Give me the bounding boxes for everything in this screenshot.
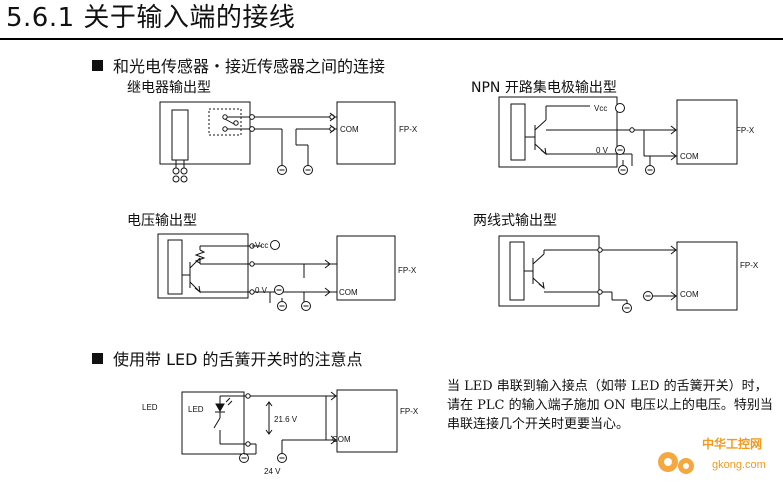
relay-plc-label: FP-X xyxy=(399,125,418,134)
led-inner-label: LED xyxy=(188,405,204,414)
voltage-plc-label: FP-X xyxy=(398,266,417,275)
square-bullet-icon xyxy=(92,353,103,364)
caption-npn: NPN 开路集电极输出型 xyxy=(471,80,617,96)
led-supply-label: 24 V xyxy=(264,467,281,476)
npn-com-label: COM xyxy=(680,152,699,161)
watermark-line2: gkong.com xyxy=(712,459,766,471)
title-rule xyxy=(0,38,783,40)
led-outer-label: LED xyxy=(142,403,158,412)
npn-zero-label: 0 V xyxy=(596,146,609,155)
voltage-output-diagram xyxy=(157,233,396,311)
section-heading-sensors: 和光电传感器・接近传感器之间的连接 xyxy=(92,57,385,77)
relay-output-diagram xyxy=(159,101,396,183)
npn-vcc-label: Vcc xyxy=(594,104,607,113)
voltage-sensor-box xyxy=(157,233,249,299)
twowire-output-diagram xyxy=(498,235,738,313)
voltage-vcc-label: Vcc xyxy=(255,241,268,250)
watermark-logo: 中华工控网 gkong.com xyxy=(658,436,766,474)
twowire-plc-box xyxy=(676,241,738,311)
led-reed-diagram xyxy=(181,389,398,463)
npn-sensor-box xyxy=(498,96,618,168)
twowire-plc-label: FP-X xyxy=(740,261,759,270)
square-bullet-icon xyxy=(92,60,103,71)
npn-plc-label: FP-X xyxy=(736,126,755,135)
twowire-com-label: COM xyxy=(680,290,699,299)
led-switch-box xyxy=(181,391,245,455)
led-plc-box xyxy=(336,389,398,453)
npn-plc-box xyxy=(676,99,738,165)
relay-coil xyxy=(171,109,189,161)
led-com-label: COM xyxy=(332,435,351,444)
led-plc-label: FP-X xyxy=(400,407,419,416)
voltage-com-label: COM xyxy=(339,288,358,297)
led-note-text: 当 LED 串联到输入接点（如带 LED 的舌簧开关）时，请在 PLC 的输入端… xyxy=(447,379,773,432)
watermark-line1: 中华工控网 xyxy=(702,436,762,451)
page-title: 5.6.1 关于输入端的接线 xyxy=(6,3,296,33)
npn-output-diagram xyxy=(498,96,738,175)
relay-sensor-box xyxy=(159,101,251,165)
caption-relay: 继电器输出型 xyxy=(127,80,211,96)
relay-contact-frame xyxy=(208,108,242,136)
caption-twowire: 两线式输出型 xyxy=(473,213,557,229)
voltage-zero-label: 0 V xyxy=(255,286,268,295)
led-voltage-label: 21.6 V xyxy=(274,415,298,424)
caption-voltage: 电压输出型 xyxy=(127,213,197,229)
relay-com-label: COM xyxy=(340,125,359,134)
relay-plc-box xyxy=(336,101,396,165)
twowire-sensor-box xyxy=(498,235,600,307)
voltage-plc-box xyxy=(336,235,396,301)
section-heading-led: 使用带 LED 的舌簧开关时的注意点 xyxy=(92,350,363,370)
